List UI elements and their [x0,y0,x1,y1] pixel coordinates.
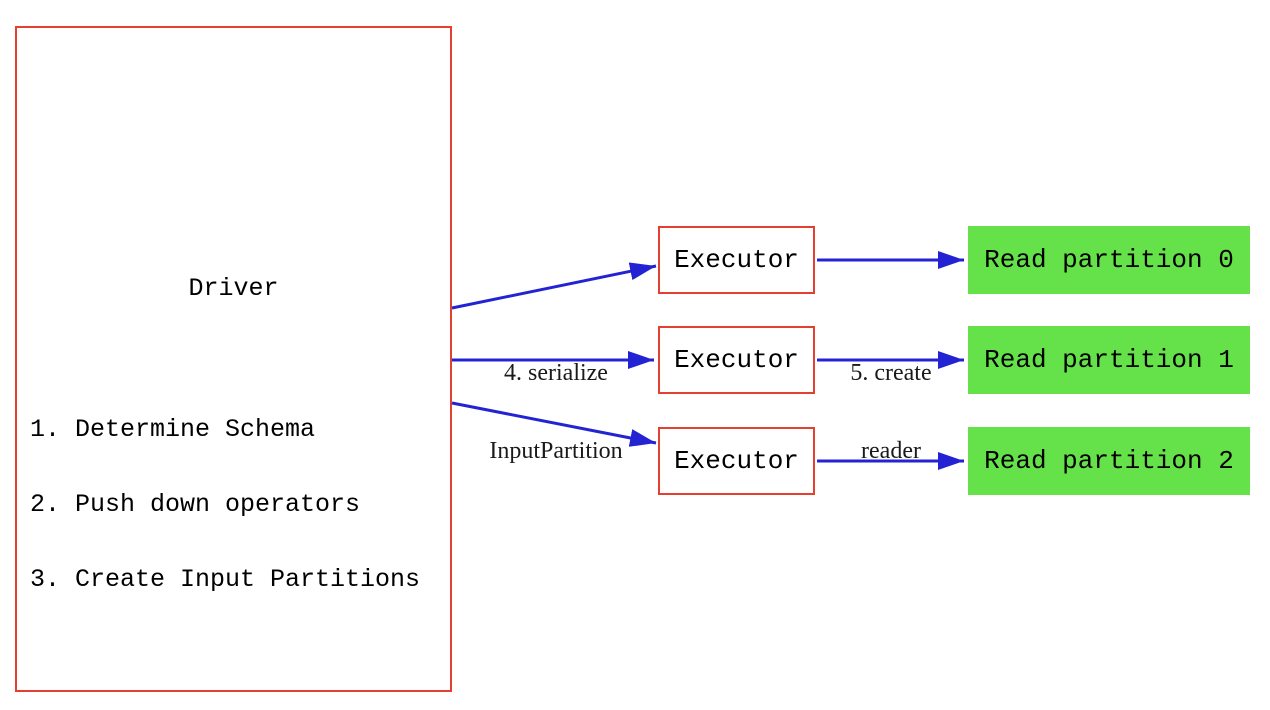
driver-steps-list: 1. Determine Schema 2. Push down operato… [30,367,420,642]
driver-node: Driver 1. Determine Schema 2. Push down … [15,26,452,692]
driver-step-2: 2. Push down operators [30,490,361,519]
executor-node-1: Executor [658,326,815,394]
edge-label-serialize-line1: 4. serialize [504,360,608,386]
driver-title: Driver [188,274,279,303]
edge-label-serialize-inputpartition: 4. serialize InputPartition [446,308,666,516]
read-partition-node-0: Read partition 0 [968,226,1250,294]
edge-label-serialize-line2: InputPartition [489,438,623,464]
read-partition-node-2: Read partition 2 [968,427,1250,495]
read-partition-node-1: Read partition 1 [968,326,1250,394]
executor-node-2: Executor [658,427,815,495]
driver-step-1: 1. Determine Schema [30,415,316,444]
executor-node-0: Executor [658,226,815,294]
edge-label-reader-line1: 5. create [850,360,932,386]
edge-label-reader-line2: reader [861,438,921,464]
edge-label-create-reader: 5. create reader [791,308,991,516]
arrow-driver-to-executor-0 [451,262,657,310]
driver-step-3: 3. Create Input Partitions [30,565,421,594]
